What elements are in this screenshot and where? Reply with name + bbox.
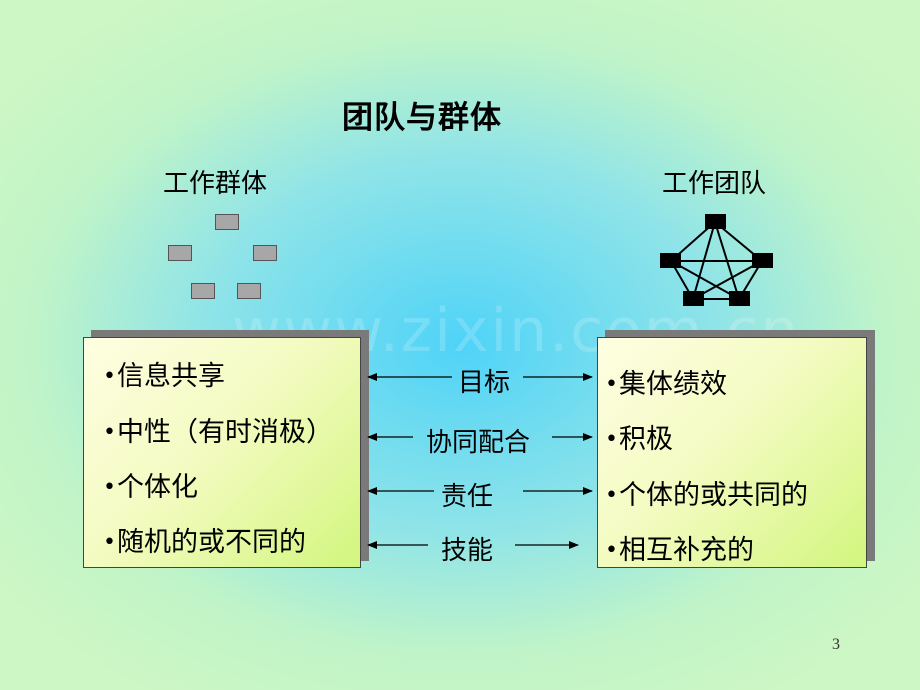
group-square-icon <box>191 283 215 299</box>
right-item-1: •集体绩效 <box>605 369 727 400</box>
left-item-1: •信息共享 <box>103 361 225 392</box>
left-item-2: •中性（有时消极） <box>103 417 333 448</box>
right-item-3: •个体的或共同的 <box>605 480 808 511</box>
group-square-icon <box>215 214 239 230</box>
group-square-icon <box>168 245 192 261</box>
work-group-box <box>83 337 361 568</box>
right-subtitle: 工作团队 <box>662 169 767 199</box>
arrow-label-responsibility: 责任 <box>441 482 494 512</box>
group-square-icon <box>237 283 261 299</box>
right-item-4: •相互补充的 <box>605 535 754 566</box>
right-item-2: •积极 <box>605 424 673 455</box>
work-team-box <box>597 337 867 568</box>
left-subtitle: 工作群体 <box>163 169 268 199</box>
left-item-4: •随机的或不同的 <box>103 527 306 558</box>
arrow-label-skills: 技能 <box>441 536 494 566</box>
group-square-icon <box>253 245 277 261</box>
team-network-icon <box>660 214 773 306</box>
arrow-label-goal: 目标 <box>458 368 511 398</box>
left-item-3: •个体化 <box>103 472 198 503</box>
slide-title: 团队与群体 <box>342 100 502 136</box>
arrow-label-cooperation: 协同配合 <box>426 428 531 458</box>
page-number: 3 <box>832 636 840 653</box>
